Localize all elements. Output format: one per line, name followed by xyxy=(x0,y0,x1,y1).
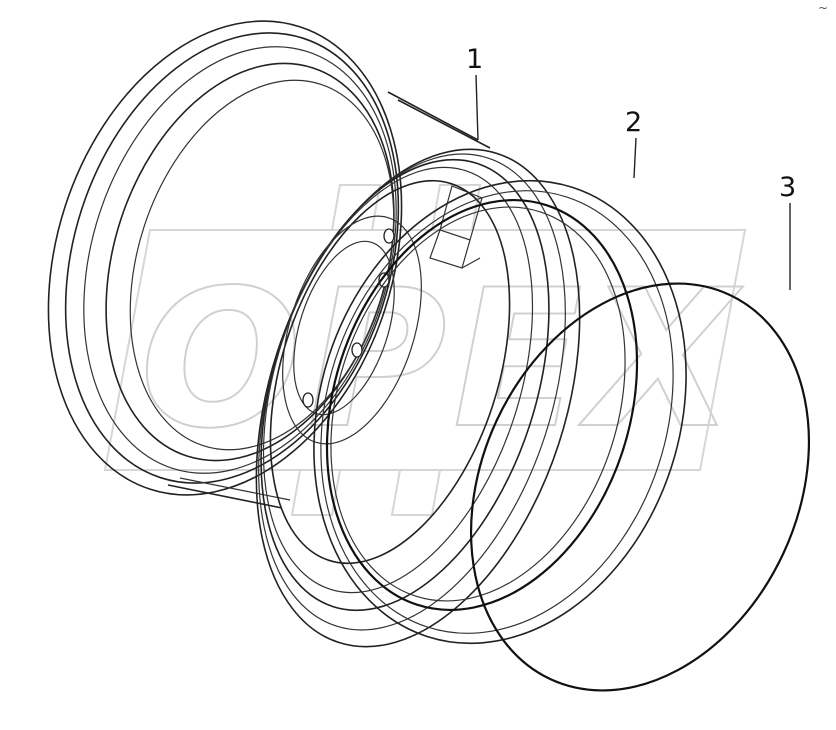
corner-mark: ~ xyxy=(818,1,828,15)
bolt-hole xyxy=(383,228,395,244)
part-3-o-ring xyxy=(469,282,811,692)
bolt-hole xyxy=(302,392,314,408)
callout-2-number: 2 xyxy=(625,107,642,138)
callout-3-number: 3 xyxy=(779,172,796,203)
callout-3: 3 xyxy=(779,172,796,290)
callout-1-number: 1 xyxy=(466,44,483,75)
bolt-hole xyxy=(351,342,363,358)
callout-2: 2 xyxy=(625,107,642,179)
part-1-wheel-rim xyxy=(47,20,581,648)
part-2-lock-ring xyxy=(313,179,687,645)
bolt-hole xyxy=(378,272,390,288)
watermark-text: OPEX xyxy=(140,249,744,470)
watermark: OPEX xyxy=(103,184,747,516)
callout-1: 1 xyxy=(466,44,483,141)
